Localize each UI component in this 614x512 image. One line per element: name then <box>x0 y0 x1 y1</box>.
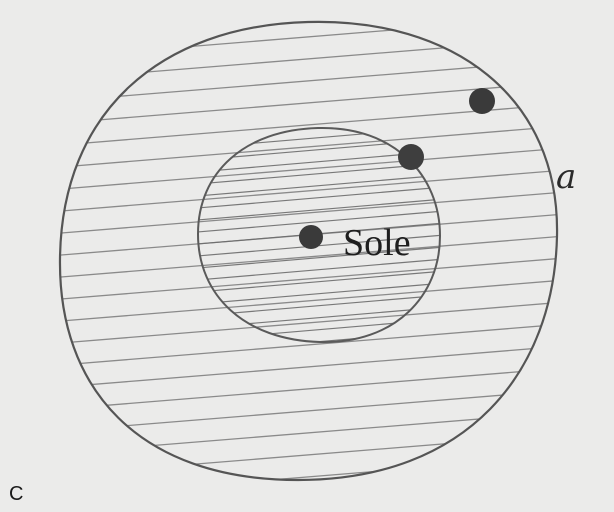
sun-label: Sole <box>343 224 411 262</box>
orbit-label: a <box>556 160 576 194</box>
sun-dot <box>299 225 323 249</box>
inner-planet-dot <box>398 144 424 170</box>
outer-planet-dot <box>469 88 495 114</box>
panel-label: C <box>9 484 23 504</box>
